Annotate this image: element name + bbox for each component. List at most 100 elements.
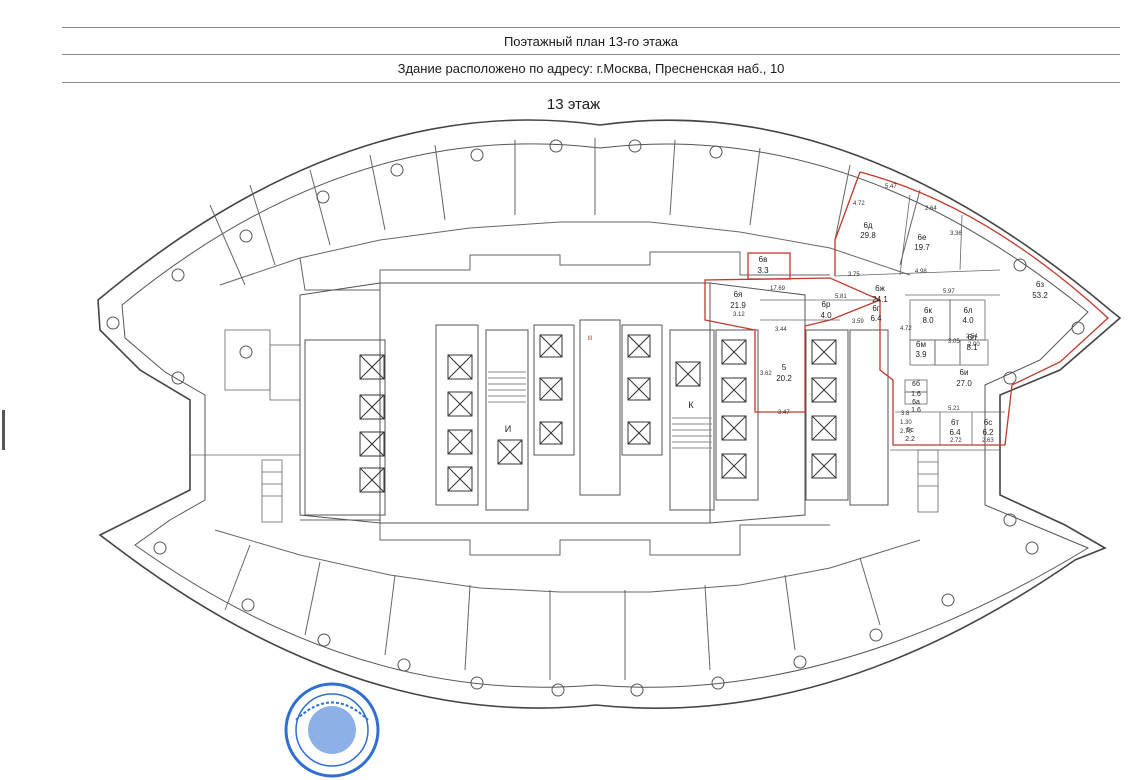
lift-shaft [497,439,523,465]
dimension-label: 1.30 [900,420,912,426]
dimension-label: 5.81 [835,294,847,300]
room-label: 6а [912,399,920,406]
room-area: 53.2 [1032,291,1048,300]
room-area: 8.1 [966,343,978,352]
room-label: 5 [782,363,787,372]
dimension-label: 4.98 [915,269,927,275]
room-area: 1.6 [911,407,921,414]
floor-plan: 6д 29.8 6е 19.7 6в 3.3 6я 21.9 6ж 24.1 6… [97,119,1122,710]
lift-shaft [627,421,651,445]
dimension-label: 3.47 [778,410,790,416]
lift-shaft [447,391,473,417]
room-label: 6ж [875,284,885,293]
dimension-label: 2.70 [900,429,912,435]
dimension-label: 4.72 [853,201,865,207]
room-area: 3.3 [757,266,769,275]
document-title: Поэтажный план 13-го этажа [503,34,679,49]
dimension-label: 3.05 [948,339,960,345]
lift-shaft [539,421,563,445]
room-label: 6т [951,418,959,427]
dimension-label: 17.69 [770,286,786,292]
address-line: Здание расположено по адресу: г.Москва, … [397,61,785,76]
dimension-label: 2.63 [982,438,994,444]
dimension-label: 3.59 [852,319,864,325]
lift-shaft [811,339,837,365]
room-label: 6д [863,221,872,230]
room-area: 27.0 [956,379,972,388]
lift-shaft [447,354,473,380]
lift-shaft [721,453,747,479]
room-label: 6в [759,255,768,264]
lift-shaft [539,334,563,358]
room-label: 6п [968,333,977,342]
axis-mark: III [587,336,592,342]
room-label: 6е [918,233,927,242]
structural-columns [106,139,1085,697]
lift-shaft [447,466,473,492]
side-service-areas [190,329,1000,523]
dimension-label: 5.21 [948,406,960,412]
room-label: 6л [963,306,972,315]
dimension-label: 3.8 [901,411,910,417]
dimension-label: 2.64 [925,206,937,212]
dimension-label: 3.75 [848,272,860,278]
room-area: 6.4 [949,428,961,437]
room-area: 4.0 [962,316,974,325]
dimension-label: 2.72 [950,438,962,444]
stair-label: И [505,424,511,434]
header-top-rule [62,27,1120,28]
room-area: 29.8 [860,231,876,240]
dimension-label: 4.72 [900,326,912,332]
room-area: 2.2 [905,436,915,443]
room-area: 24.1 [872,295,888,304]
lift-shaft [811,377,837,403]
room-area: 20.2 [776,374,792,383]
lift-shaft [359,431,385,457]
lift-shafts [359,334,837,493]
header-bottom-rule [62,82,1120,83]
building-core [299,282,889,524]
dimension-label: 3.44 [775,327,787,333]
dimension-label: 3.12 [733,312,745,318]
dimension-label: 2.00 [968,342,980,348]
official-stamp [284,682,380,778]
room-label: 6и [960,368,969,377]
room-area: 8.0 [922,316,934,325]
room-area: 3.9 [915,350,927,359]
stair-label: К [688,400,694,410]
lift-shaft [359,354,385,380]
lift-shaft [811,415,837,441]
room-label: 6с [984,418,992,427]
lift-shaft [811,453,837,479]
dimension-label: 2.54 [966,334,978,340]
room-label: 6г [872,304,879,313]
room-label: 6м [916,340,926,349]
lift-shaft [721,339,747,365]
lift-shaft [539,377,563,401]
scan-edge-mark [2,410,5,450]
room-label: 6с [906,427,914,434]
core-labels: И К III [505,336,695,434]
room-labels: 6д 29.8 6е 19.7 6в 3.3 6я 21.9 6ж 24.1 6… [730,221,1048,443]
lift-shaft [447,429,473,455]
dimension-label: 3.62 [760,371,772,377]
lift-shaft [359,467,385,493]
room-area: 19.7 [914,243,930,252]
highlighted-premises-partitions [760,194,1005,445]
room-area: 6.2 [982,428,994,437]
room-label: 6р [822,300,831,309]
room-area: 1.6 [911,391,921,398]
lift-shaft [627,334,651,358]
office-partitions-bottom [214,519,921,680]
room-label: 6б [912,380,920,388]
dimension-label: 5.97 [943,289,955,295]
header-middle-rule [62,54,1120,55]
highlighted-premises [704,171,1109,446]
office-partitions-top [209,138,921,291]
room-label: 6к [924,306,932,315]
lift-shaft [359,394,385,420]
inner-outline [121,143,1090,688]
dimension-label: 5.47 [885,184,897,190]
room-label: 6з [1036,280,1044,289]
